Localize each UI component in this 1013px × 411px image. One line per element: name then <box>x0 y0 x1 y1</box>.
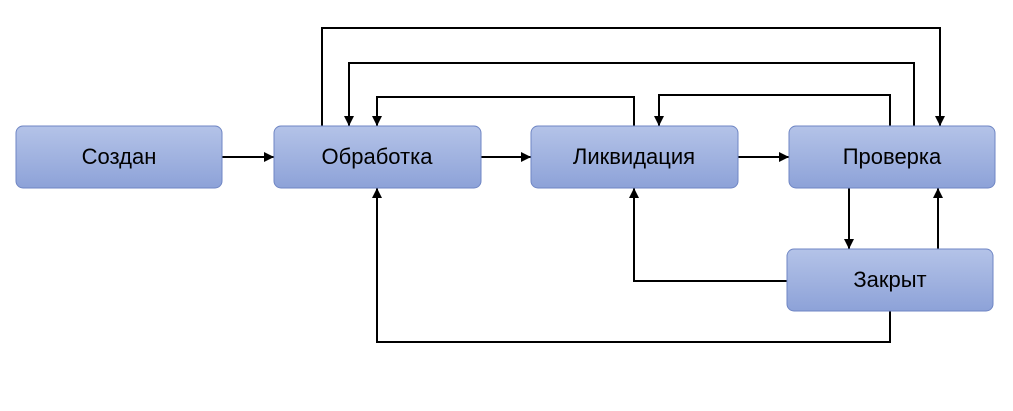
node-verification: Проверка <box>788 125 996 189</box>
edge-verification-to-liquidation <box>654 94 891 126</box>
node-label-liquidation: Ликвидация <box>573 144 695 169</box>
edge-verification-to-processing <box>344 62 915 126</box>
node-label-verification: Проверка <box>843 144 942 169</box>
edge-processing-to-verification <box>321 27 945 126</box>
node-liquidation: Ликвидация <box>530 125 739 189</box>
edge-closed-to-processing <box>372 188 891 343</box>
node-label-created: Создан <box>82 144 157 169</box>
node-label-closed: Закрыт <box>853 267 926 292</box>
edge-closed-to-liquidation <box>629 188 787 282</box>
node-created: Создан <box>15 125 223 189</box>
edges <box>222 27 945 343</box>
node-closed: Закрыт <box>786 248 994 312</box>
edge-liquidation-to-processing <box>372 96 635 126</box>
node-processing: Обработка <box>273 125 482 189</box>
node-label-processing: Обработка <box>322 144 434 169</box>
